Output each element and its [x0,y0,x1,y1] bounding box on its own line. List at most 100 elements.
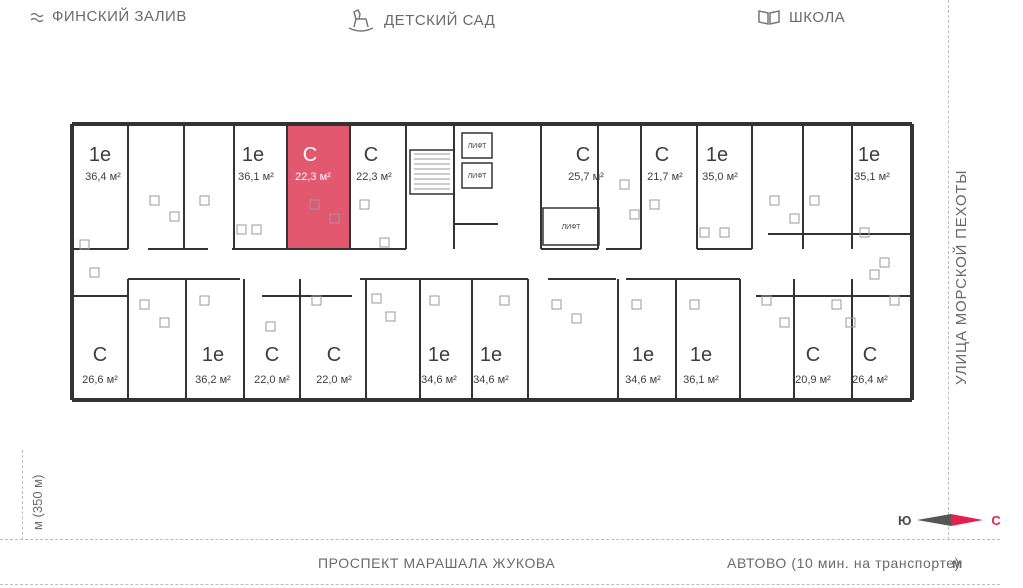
bath-fixture [169,211,180,222]
compass: Ю С [898,512,1001,528]
plan-labels: ЛИФТ ЛИФТ ЛИФТ 1е 36,4 м² 1е 36,1 м² С 22,3 м² С 2… [82,143,890,386]
top-type: 1е [89,144,111,166]
bottom-type: С [863,344,877,366]
metro-icon: м [952,555,963,571]
bath-fixture [879,257,890,268]
bath-fixture [159,317,170,328]
top-area: 21,7 м² [647,171,683,183]
kindergarten-label: ДЕТСКИЙ САД [384,11,496,29]
bath-fixture [251,224,262,235]
top-type: 1е [242,144,264,166]
landmark-kindergarten: ДЕТСКИЙ САД [346,8,495,32]
bath-fixture [311,295,322,306]
lift-label: ЛИФТ [468,143,488,150]
bath-fixture [619,179,630,190]
top-area: 35,1 м² [854,171,890,183]
compass-arrow-icon [917,514,984,526]
bath-fixture [379,237,390,248]
avtovo-label: АВТОВО (10 мин. на транспорте) [727,555,960,571]
bottom-area: 36,2 м² [195,374,231,386]
bath-fixture [236,224,247,235]
bottom-area: 34,6 м² [625,374,661,386]
bath-fixture [629,209,640,220]
bath-fixture [779,317,790,328]
bath-fixture [359,199,370,210]
bottom-type: 1е [202,344,224,366]
lift-label: ЛИФТ [562,224,582,231]
bottom-type: С [327,344,341,366]
prospect-label: ПРОСПЕКТ МАРАШАЛА ЖУКОВА [318,555,556,571]
landmark-school: ШКОЛА [757,8,845,26]
top-area: 35,0 м² [702,171,738,183]
compass-north: С [991,512,1001,528]
bath-fixture [831,299,842,310]
bottom-type: 1е [428,344,450,366]
bath-fixture [571,313,582,324]
bath-fixture [809,195,820,206]
top-type: 1е [706,144,728,166]
bath-fixture [79,239,90,250]
bottom-type: 1е [480,344,502,366]
bath-fixture [761,295,772,306]
bath-fixture [845,317,856,328]
bottom-type: 1е [632,344,654,366]
bottom-type: С [806,344,820,366]
top-area: 22,3 м² [356,171,392,183]
plan-details [79,132,900,332]
bath-fixture [631,299,642,310]
bottom-area: 34,6 м² [473,374,509,386]
bath-fixture [719,227,730,238]
bath-fixture [869,269,880,280]
bath-fixture [149,195,160,206]
rocking-horse-icon [348,8,374,32]
top-type: С [364,144,378,166]
bottom-type: 1е [690,344,712,366]
top-type: С [576,144,590,166]
top-area: 25,7 м² [568,171,604,183]
stairwell [409,149,455,195]
bath-fixture [309,199,320,210]
lift-shaft [461,132,493,159]
top-area: 22,3 м² [295,171,331,183]
bottom-area: 26,6 м² [82,374,118,386]
bath-fixture [371,293,382,304]
lift-shaft [461,162,493,189]
book-icon [758,10,780,25]
bottom-type: С [93,344,107,366]
bath-fixture [329,213,340,224]
bath-fixture [139,299,150,310]
bath-fixture [889,295,900,306]
top-area: 36,4 м² [85,171,121,183]
lift-label: ЛИФТ [468,173,488,180]
bottom-area: 36,1 м² [683,374,719,386]
bottom-area: 34,6 м² [421,374,457,386]
bath-fixture [859,227,870,238]
bath-fixture [699,227,710,238]
bottom-area: 22,0 м² [316,374,352,386]
bottom-area: 20,9 м² [795,374,831,386]
bath-fixture [649,199,660,210]
lot-boundary-left [22,450,23,540]
compass-south: Ю [898,512,912,528]
bath-fixture [429,295,440,306]
landmark-gulf: ФИНСКИЙ ЗАЛИВ [30,8,187,25]
bath-fixture [789,213,800,224]
top-area: 36,1 м² [238,171,274,183]
lot-boundary-right [948,0,949,540]
top-type: С [303,144,317,166]
lot-boundary-lower [0,584,1000,585]
bath-fixture [89,267,100,278]
waves-icon [30,12,44,22]
gulf-label: ФИНСКИЙ ЗАЛИВ [52,8,187,25]
bottom-type: С [265,344,279,366]
bath-fixture [199,295,210,306]
bath-fixture [689,299,700,310]
bottom-area: 26,4 м² [852,374,888,386]
top-type: С [655,144,669,166]
bath-fixture [769,195,780,206]
plan-walls [70,122,914,402]
bottom-area: 22,0 м² [254,374,290,386]
top-type: 1е [858,144,880,166]
bath-fixture [551,299,562,310]
